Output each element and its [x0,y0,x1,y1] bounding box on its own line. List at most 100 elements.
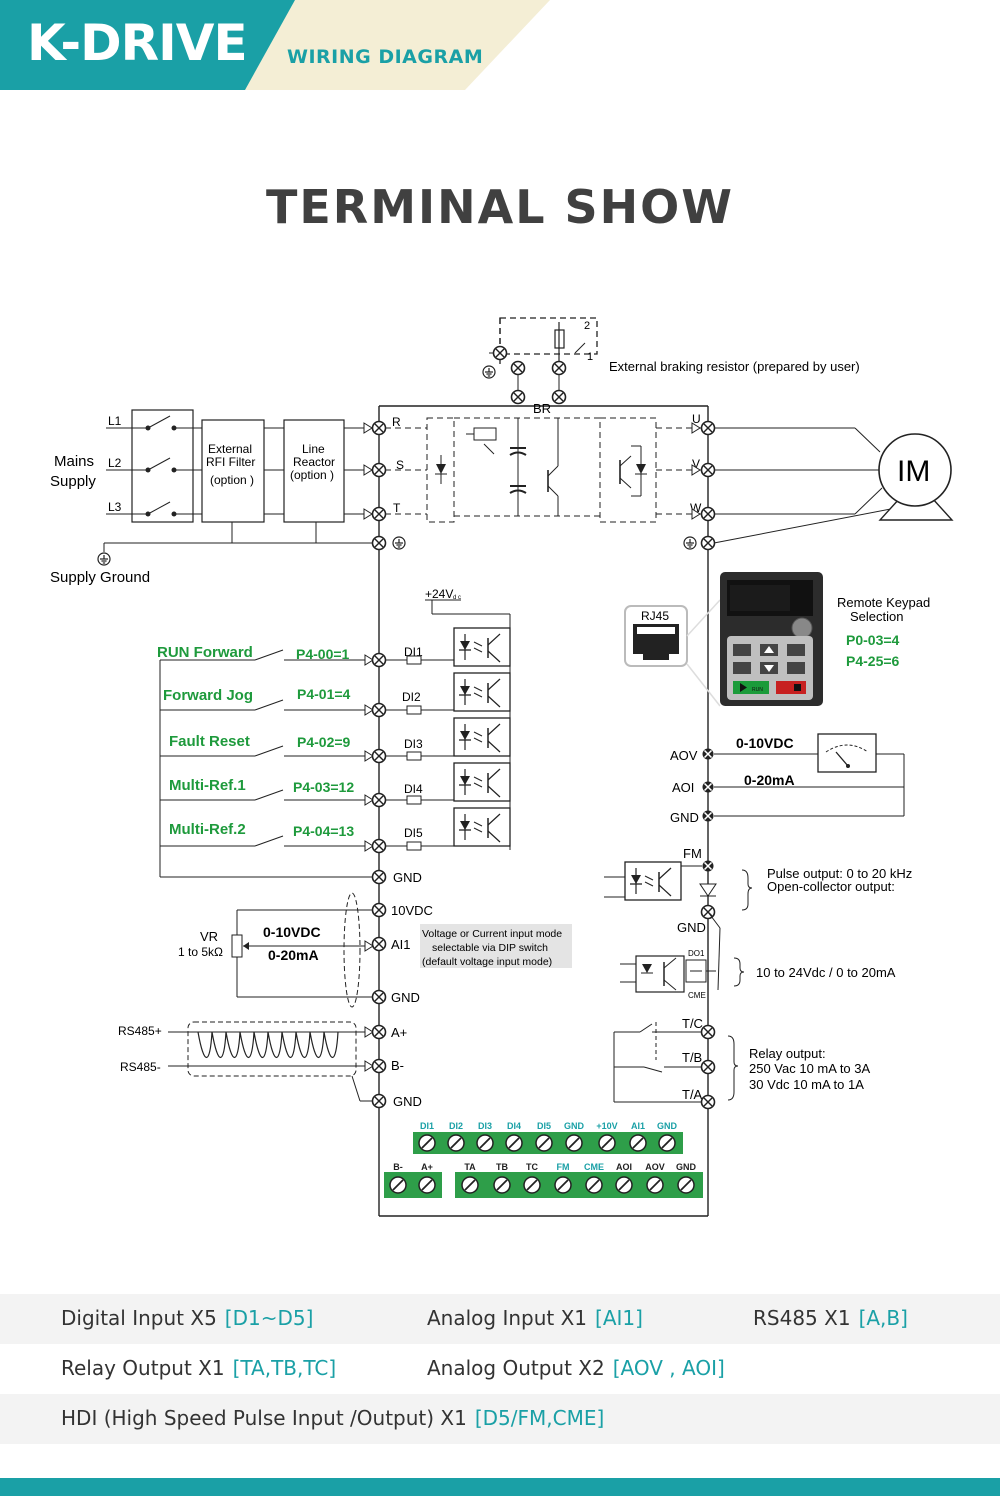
rj45-port: RJ45 [624,599,721,707]
terminal-row2-label-9: AOV [645,1162,665,1172]
ai-current-label: 0-20mA [268,947,319,963]
fm-label: FM [683,846,702,861]
rs485-plus-label: RS485+ [118,1024,162,1038]
di-param-2: P4-01=4 [297,686,351,702]
feature-analog-input: Analog Input X1[AI1] [427,1306,643,1330]
fm-gnd-label: GND [677,920,706,935]
terminal-row1-label-7: +10V [596,1121,617,1131]
feature-relay-output: Relay Output X1[TA,TB,TC] [61,1356,337,1380]
terminal-row2-label-3: TA [464,1162,476,1172]
terminal-row2-screw-slot-2 [421,1179,433,1191]
header-background [0,0,550,90]
terminal-row1-screw-slot-6 [568,1137,580,1149]
terminal-row2-screw-slot-7 [588,1179,600,1191]
terminal-row1-label-8: AI1 [631,1121,645,1131]
terminal-row2-label-1: B- [393,1162,403,1172]
terminal-row2-label-10: GND [676,1162,697,1172]
ai-note-3: (default voltage input mode) [422,956,552,968]
di-name-4: Multi-Ref.1 [169,777,246,794]
do1-desc: 10 to 24Vdc / 0 to 20mA [756,965,896,980]
mains-label-2: Supply [50,473,96,490]
footer-bar [0,1478,1000,1496]
terminal-row1-screw-slot-3 [479,1137,491,1149]
terminal-row1-label-5: DI5 [537,1121,551,1131]
di-name-5: Multi-Ref.2 [169,821,246,838]
motor-label: IM [897,455,930,488]
terminal-row1-label-9: GND [657,1121,678,1131]
keypad-run-label: RUN [752,687,763,693]
digital-inputs: +24V d c GND RUN Forward P4-00=1 DI1 For… [157,587,511,885]
ai1-label: AI1 [391,937,411,952]
terminal-row1-screw-slot-5 [538,1137,550,1149]
rs485-minus-label: RS485- [120,1060,161,1074]
terminal-row2-screw-slot-4 [496,1179,508,1191]
rfi-label-3: (option ) [210,473,254,487]
keypad-label-2: Selection [850,609,903,624]
di-row-5: Multi-Ref.2 P4-04=13 DI5 [160,807,511,854]
terminal-row1-screw-slot-1 [421,1137,433,1149]
braking-num-1: 1 [587,351,593,363]
l2-label: L2 [108,456,122,470]
feature-rs485: RS485 X1[A,B] [753,1306,908,1330]
do1-label: DO1 [688,949,705,958]
di-row-4: Multi-Ref.1 P4-03=12 DI4 [160,762,511,808]
features-row-1: Digital Input X5[D1~D5] Analog Input X1[… [0,1294,1000,1344]
relay-output: T/C T/B T/A Relay output: 250 Vac 10 mA … [613,1016,870,1110]
di-term-3: DI3 [404,737,423,751]
terminal-t: T [393,501,401,515]
pulse-label-1: Pulse output: 0 to 20 kHz [767,866,912,881]
l1-label: L1 [108,414,122,428]
rfi-label-1: External [208,442,252,456]
di-term-2: DI2 [402,690,421,704]
feature-hdi: HDI (High Speed Pulse Input /Output) X1[… [61,1406,605,1430]
relay-tb: T/B [682,1050,702,1065]
output-terminals-uvw: U V W IM [656,412,954,551]
terminal-row2-screw-slot-6 [557,1179,569,1191]
terminal-row2-label-5: TC [526,1162,538,1172]
reactor-label-1: Line [302,442,325,456]
di-param-3: P4-02=9 [297,734,351,750]
plus24-label: +24V [425,587,453,601]
di-name-3: Fault Reset [169,733,250,750]
power-stage: BR [378,401,709,1217]
remote-keypad: RUN Remote Keypad Selection P0-03=4 P4-2… [720,572,930,706]
reactor-label-3: (option ) [290,468,334,482]
relay-label-3: 30 Vdc 10 mA to 1A [749,1077,864,1092]
rfi-label-2: RFI Filter [206,455,255,469]
terminal-row2-screw-slot-9 [649,1179,661,1191]
terminal-row2-label-8: AOI [616,1162,632,1172]
relay-tc: T/C [682,1016,703,1031]
terminal-row2-label-4: TB [496,1162,508,1172]
aov-label: AOV [670,748,698,763]
di-param-5: P4-04=13 [293,823,354,839]
aoi-label: AOI [672,780,694,795]
br-label: BR [533,401,551,416]
di-param-1: P4-00=1 [296,646,350,662]
terminal-row1-label-2: DI2 [449,1121,463,1131]
di-row-1: RUN Forward P4-00=1 DI1 [157,627,511,668]
terminal-row2-label-6: FM [557,1162,570,1172]
pulse-output: FM GND Pulse output: 0 to 20 kHz Open-co… [604,846,912,991]
cme-label: CME [688,991,706,1000]
feature-digital-input: Digital Input X5[D1~D5] [61,1306,314,1330]
vr-label: VR [200,929,218,944]
relay-label-2: 250 Vac 10 mA to 3A [749,1061,870,1076]
terminal-u: U [692,412,701,426]
braking-resistor-label: External braking resistor (prepared by u… [609,359,860,374]
header-subtitle: WIRING DIAGRAM [287,46,484,68]
terminal-row1-label-1: DI1 [420,1121,434,1131]
vr-range: 1 to 5kΩ [178,945,223,959]
di-param-4: P4-03=12 [293,779,354,795]
terminal-row2-screw-slot-8 [618,1179,630,1191]
rj45-label: RJ45 [641,609,669,623]
keypad-param-1: P0-03=4 [846,632,900,648]
page-title: TERMINAL SHOW [265,180,734,234]
keypad-label-1: Remote Keypad [837,595,930,610]
terminal-row2-label-2: A+ [421,1162,433,1172]
terminal-row1-screw-slot-4 [508,1137,520,1149]
di-name-2: Forward Jog [163,687,253,704]
ao-current-label: 0-20mA [744,772,795,788]
reactor-label-2: Reactor [293,455,335,469]
feature-analog-output: Analog Output X2[AOV , AOI] [427,1356,725,1380]
features-row-2: Relay Output X1[TA,TB,TC] Analog Output … [0,1344,1000,1394]
